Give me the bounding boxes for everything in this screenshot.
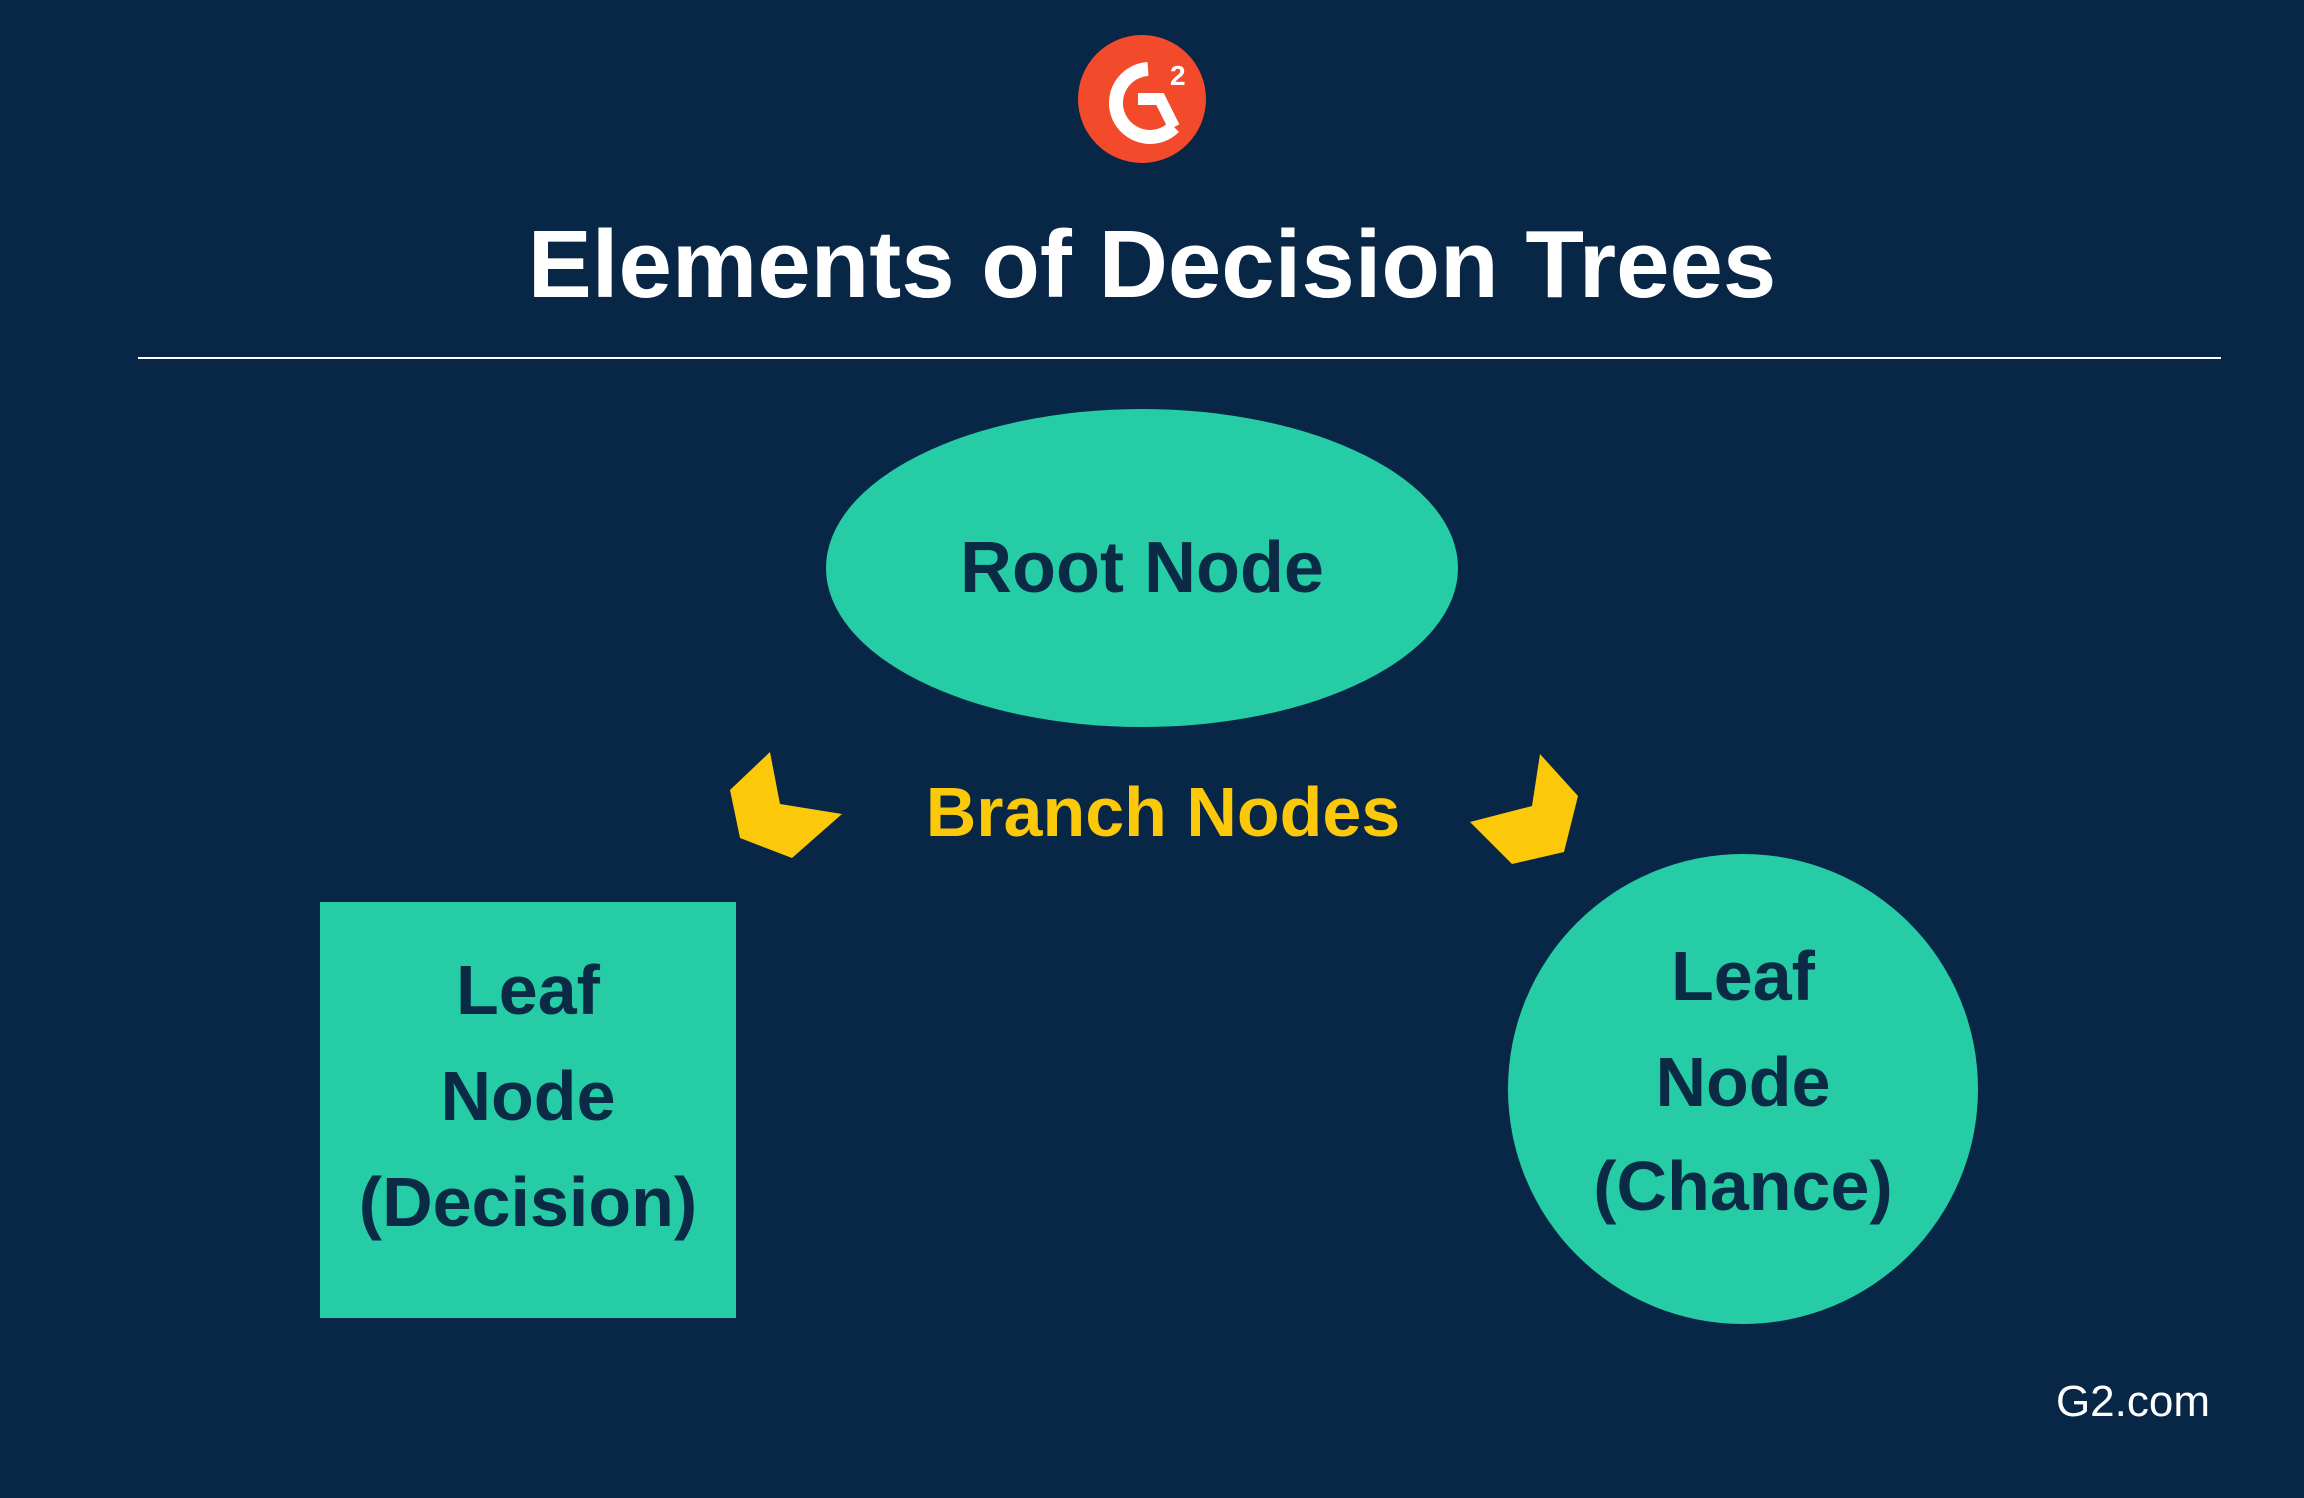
branch-arrow-right-icon bbox=[1470, 754, 1578, 864]
site-watermark: G2.com bbox=[2055, 1377, 2210, 1426]
leaf-decision-line-2: Node bbox=[440, 1057, 616, 1135]
page-title: Elements of Decision Trees bbox=[527, 211, 1777, 318]
logo-superscript: 2 bbox=[1170, 60, 1186, 91]
g2-logo: 2 bbox=[1078, 35, 1206, 163]
leaf-decision-line-3: (Decision) bbox=[358, 1163, 698, 1241]
branch-arrow-left-icon bbox=[730, 752, 842, 858]
leaf-node-decision-square: Leaf Node (Decision) bbox=[320, 902, 736, 1318]
title-divider bbox=[138, 357, 2221, 359]
g2-logo-icon: 2 bbox=[1108, 60, 1186, 144]
leaf-chance-line-1: Leaf bbox=[1671, 937, 1815, 1015]
leaf-decision-line-1: Leaf bbox=[456, 951, 600, 1029]
branch-nodes-label: Branch Nodes bbox=[925, 773, 1401, 851]
leaf-node-chance-circle: Leaf Node (Chance) bbox=[1508, 854, 1978, 1324]
root-node-ellipse: Root Node bbox=[826, 409, 1458, 727]
root-node-label: Root Node bbox=[960, 528, 1324, 608]
leaf-chance-line-3: (Chance) bbox=[1593, 1147, 1893, 1225]
leaf-chance-line-2: Node bbox=[1655, 1043, 1831, 1121]
